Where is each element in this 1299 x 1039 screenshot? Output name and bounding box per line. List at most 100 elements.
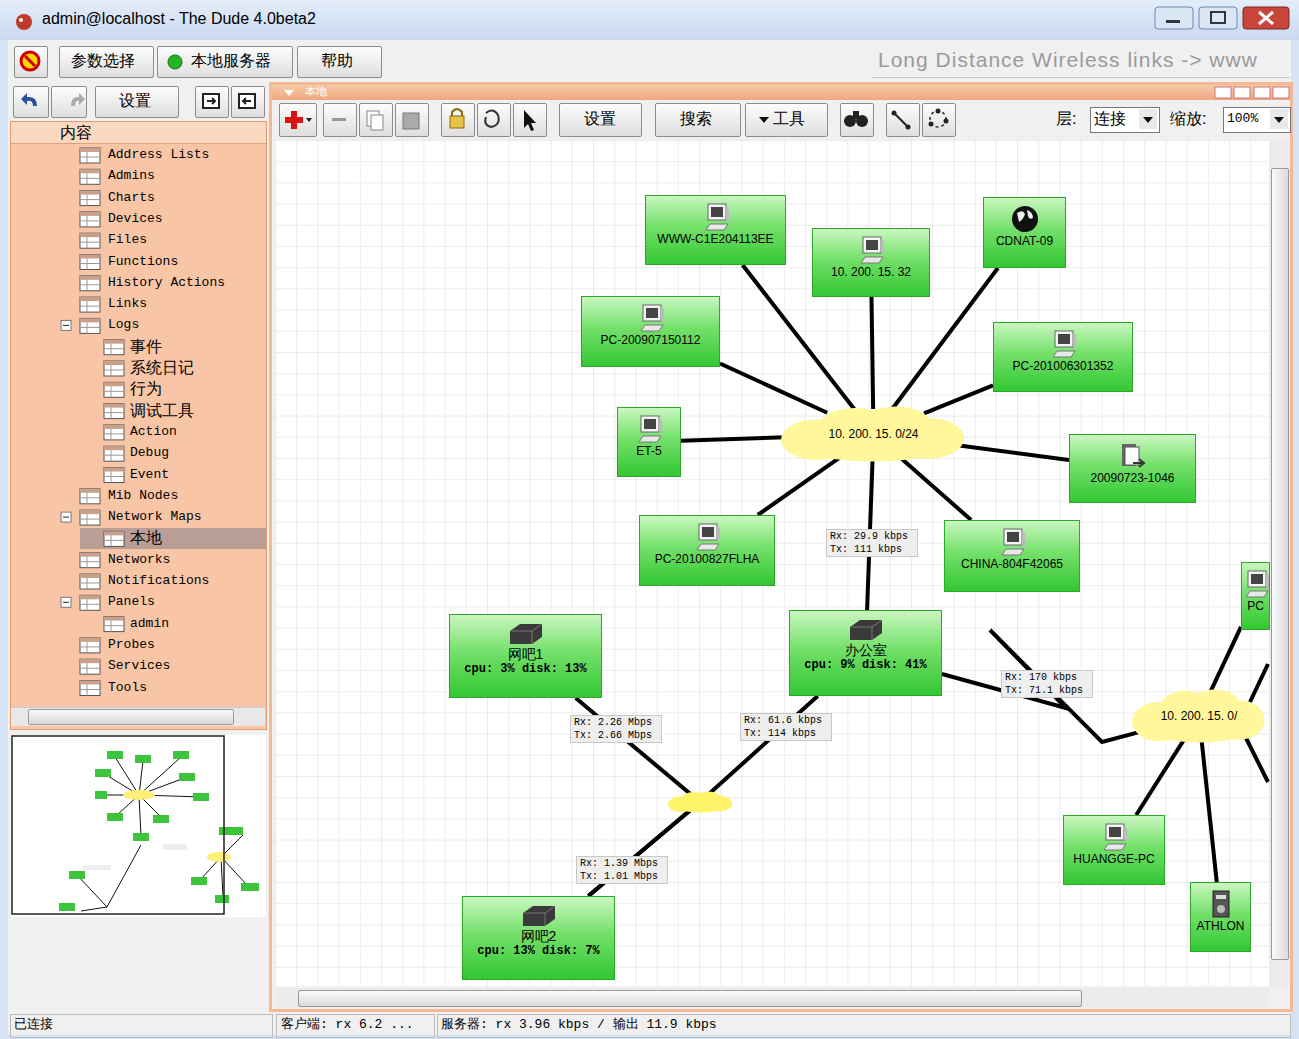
- pc-icon: [1100, 822, 1128, 852]
- toolbar-button-label: 工具: [773, 109, 805, 128]
- select-value: 100%: [1227, 111, 1258, 127]
- node-name: 10. 200. 15. 0/: [1161, 709, 1238, 724]
- toolbar-button-label: 设置: [584, 109, 616, 128]
- tree-icon: [80, 659, 100, 674]
- expander: [61, 597, 71, 607]
- tree-item-label: Probes: [108, 637, 155, 653]
- title-bar: [0, 0, 1299, 40]
- router-box: 网吧1cpu: 3% disk: 13%: [449, 614, 602, 698]
- tree-item-label: Devices: [108, 211, 163, 227]
- tree-item-label: 系统日记: [130, 358, 194, 377]
- server-icon: [1207, 889, 1235, 919]
- pc-icon: [1242, 569, 1270, 599]
- select-arrow: [1270, 109, 1288, 129]
- help-button: [297, 46, 382, 78]
- tree-icon: [80, 510, 100, 525]
- node-name: 10. 200. 15. 0/24: [828, 427, 918, 442]
- tree-icon: [80, 191, 100, 206]
- banner-rule: [872, 77, 1290, 78]
- tree-item-label: Networks: [108, 552, 170, 568]
- link-line: [743, 265, 855, 410]
- link-line: [867, 459, 873, 610]
- settings-button: [95, 86, 179, 118]
- link-line: [681, 437, 786, 441]
- expander-minus: [63, 517, 69, 518]
- add-icon: [283, 109, 313, 131]
- node-name: 10. 200. 15. 32: [831, 265, 911, 280]
- tools-button: [745, 103, 828, 137]
- device-box: ATHLON: [1190, 882, 1251, 952]
- node-stats: cpu: 9% disk: 41%: [804, 658, 926, 673]
- node-stats: cpu: 3% disk: 13%: [464, 662, 586, 677]
- device-box: 10. 200. 15. 32: [812, 228, 930, 297]
- tree-icon: [104, 446, 124, 461]
- stop-icon: [19, 50, 41, 72]
- tree-item-label: 本地: [130, 528, 162, 547]
- device-box: CHINA-804F42065: [944, 520, 1080, 592]
- device-box: PC-200907150112: [581, 296, 720, 367]
- tree-item-label: Notifications: [108, 573, 209, 589]
- tree-item-label: Debug: [130, 445, 169, 461]
- tree-item-label: Services: [108, 658, 170, 674]
- device-box: PC: [1241, 562, 1270, 630]
- field-label: 缩放:: [1170, 109, 1206, 128]
- map-tab-label: 本地: [305, 85, 327, 98]
- tree-icon: [104, 340, 124, 355]
- toolbar-button-label: 设置: [119, 91, 151, 110]
- tree-item-label: Functions: [108, 254, 178, 270]
- tree-icons: [0, 0, 270, 730]
- link-traffic-label: Rx: 1.39 Mbps Tx: 1.01 Mbps: [576, 856, 668, 884]
- toolbar-icons: [323, 103, 548, 135]
- link-line: [1136, 739, 1184, 815]
- pc-icon: [635, 414, 663, 444]
- folder-icon: [1119, 441, 1147, 471]
- device-box: HUANGGE-PC: [1063, 815, 1165, 885]
- tree-item-label: Links: [108, 296, 147, 312]
- tree-icon: [80, 681, 100, 696]
- io-icons: [195, 86, 265, 116]
- link-line: [758, 457, 841, 515]
- node-name: PC-201006301352: [1013, 359, 1114, 374]
- node-name: 网吧1: [508, 647, 544, 662]
- map-tab-bar: [272, 85, 1290, 100]
- globe-icon: [1011, 204, 1039, 234]
- tree-icon: [104, 468, 124, 483]
- map-canvas: [275, 140, 1269, 986]
- tree-item-label: Logs: [108, 317, 139, 333]
- expander-minus: [63, 602, 69, 603]
- tree-item-label: Mib Nodes: [108, 488, 178, 504]
- tree-icon: [104, 531, 124, 546]
- preferences-button: [59, 46, 154, 78]
- tree-icon: [80, 297, 100, 312]
- tree-item-label: Panels: [108, 594, 155, 610]
- tree-icon: [104, 404, 124, 419]
- status-cell: [437, 1014, 1291, 1038]
- tree-item-label: History Actions: [108, 275, 225, 291]
- tree-header-label: 内容: [60, 123, 92, 142]
- device-box: ET-5: [617, 407, 681, 477]
- router-icon: [846, 617, 886, 643]
- tree-icon: [80, 255, 100, 270]
- tree-icon: [104, 617, 124, 632]
- window-buttons: [1154, 6, 1292, 32]
- toolbar-button-label: 搜索: [680, 109, 712, 128]
- status-cell: [10, 1014, 273, 1038]
- node-name: 20090723-1046: [1090, 471, 1174, 486]
- tree-item-label: Admins: [108, 168, 155, 184]
- tree-item-label: Event: [130, 467, 169, 483]
- node-name: PC-200907150112: [601, 333, 701, 348]
- tree-icon: [104, 425, 124, 440]
- field-label: 层:: [1056, 109, 1076, 128]
- tree-icon: [80, 595, 100, 610]
- status-text: 服务器: rx 3.96 kbps / 输出 11.9 kbps: [441, 1017, 717, 1033]
- toolbar-buttons: [477, 103, 511, 137]
- dropdown-arrow: [758, 115, 770, 125]
- link-line: [872, 297, 874, 409]
- pc-icon: [998, 527, 1026, 557]
- tree-item-label: 事件: [130, 337, 162, 356]
- router-box: 网吧2cpu: 13% disk: 7%: [462, 896, 615, 980]
- node-name: CHINA-804F42065: [961, 557, 1063, 572]
- layout-button: [922, 103, 956, 137]
- tree-item-label: Action: [130, 424, 177, 440]
- horizontal-thumb: [298, 990, 1082, 1007]
